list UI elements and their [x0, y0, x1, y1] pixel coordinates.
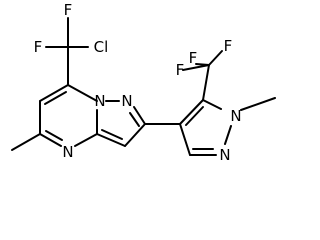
bond-c7-c6 — [39, 84, 69, 102]
bond-c5prime-n1prime — [202, 99, 222, 110]
bond-n1prime-n2prime — [224, 125, 232, 145]
atom-f-cf3-mid: F — [189, 49, 198, 67]
bond-c2-c3 — [124, 123, 146, 147]
bond-cf3-f5 — [182, 64, 210, 71]
bond-c3prime-c4prime — [179, 123, 191, 156]
atom-cl: Cl — [94, 38, 109, 56]
atom-f-left: F — [34, 38, 43, 56]
atom-f-cf3-left: F — [176, 61, 185, 79]
bond-c3-c3a — [96, 133, 126, 147]
bond-c5-methyl — [11, 133, 41, 151]
bond-n1prime-methyl — [240, 97, 276, 111]
atom-n-pyrimidine: N — [62, 143, 73, 161]
atom-n-lower: N — [219, 146, 230, 164]
bond-c5-n4-inner — [45, 130, 63, 141]
atom-n-pyrazole: N — [121, 92, 132, 110]
bond-n1-c2-inner — [129, 112, 140, 127]
bond-cf3-f4 — [208, 50, 223, 66]
atom-f-top: F — [64, 1, 73, 19]
atom-n-bridge: N — [94, 92, 105, 110]
bonds — [11, 17, 276, 156]
bond-n1-c2 — [133, 106, 146, 125]
bond-c4prime-c5prime — [179, 99, 204, 125]
structure-drawing: F F Cl N N N F F F N N — [11, 1, 276, 164]
atom-n-methyl: N — [230, 107, 241, 125]
bond-c4prime-c5prime-inner — [185, 106, 204, 126]
bond-c5prime-cf3 — [202, 64, 210, 101]
atom-labels: F F Cl N N N F F F N N — [34, 1, 242, 164]
bond-c3-c3a-inner — [101, 129, 123, 140]
bond-c7-c6-inner — [44, 91, 67, 105]
bond-c5-n4 — [39, 133, 62, 147]
atom-f-cf3-top: F — [224, 37, 233, 55]
bond-n4-c3a — [74, 133, 98, 147]
bond-c7-n7a — [67, 84, 98, 102]
chemical-structure-diagram: F F Cl N N N F F F N N — [11, 1, 276, 164]
